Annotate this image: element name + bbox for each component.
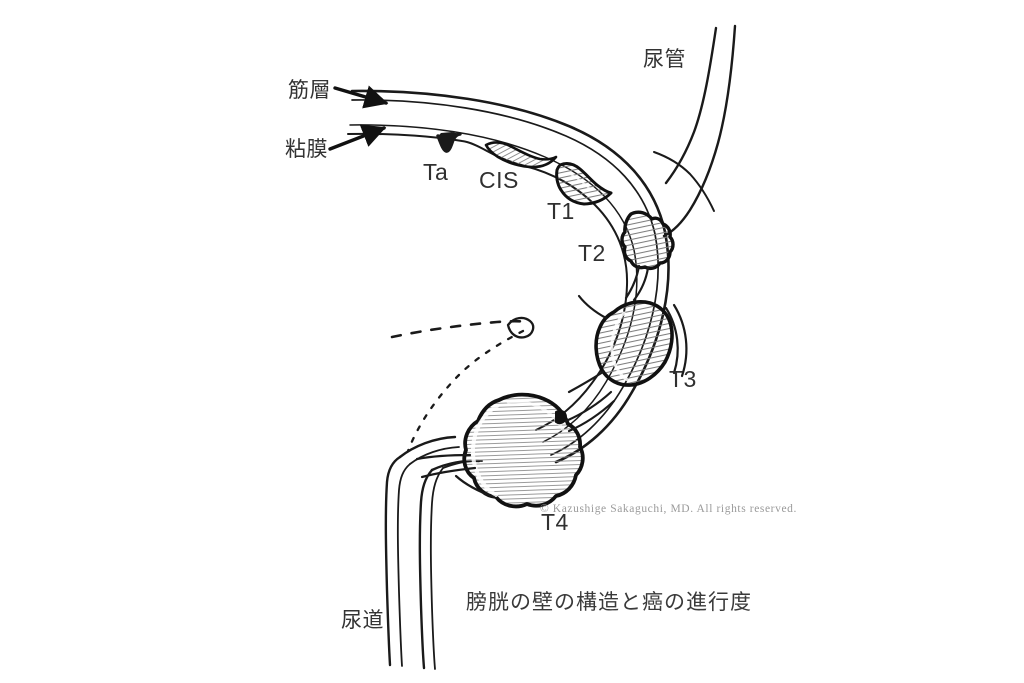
t3-stalk-lower [567,370,605,394]
ureter-outer-line [664,26,718,185]
lesion-t2 [620,210,675,271]
lesion-t2-stalk-a [624,264,641,300]
t4-connector-left-b [420,466,477,479]
urethra-left-inner [396,463,411,667]
lesion-cis [484,141,558,169]
lesion-t4-inner-shade-b [506,400,565,432]
t4-connector-upper [564,390,613,423]
label-stage-t1: T1 [547,198,575,224]
bladder-outline-group [328,24,737,670]
lumen-dashed-loop [506,316,535,339]
label-mucosa: 粘膜 [285,138,328,161]
t3-wall-cross-a [664,306,679,375]
lumen-dashed-upper [390,319,530,339]
label-stage-cis: CIS [479,167,519,193]
urethra-right-inner [429,467,444,670]
lesion-t2-stalk-b [632,266,650,302]
lesion-t4-inner-shade [470,404,499,497]
arrow-mucosa [328,124,387,151]
label-stage-t3: T3 [669,366,697,392]
figure-caption: 膀胱の壁の構造と癌の進行度 [466,591,752,614]
label-stage-t4: T4 [541,509,569,535]
lumen-dashed-lower [406,329,525,453]
t4-connector-upper-b [567,399,616,433]
copyright-notice: © Kazushige Sakaguchi, MD. All rights re… [540,503,797,515]
t4-base-left [454,474,496,499]
label-urethra: 尿道 [341,609,384,632]
arrow-muscle-layer [333,85,389,109]
urethra-left-outer [384,455,402,667]
ureter-inner-line [662,24,737,238]
lesion-t1-highlight [567,172,590,189]
label-ureter: 尿管 [643,48,686,71]
label-stage-t2: T2 [578,240,606,266]
lesion-t4-nub [555,409,567,425]
urethra-right-outer [418,468,434,670]
t3-wall-cross-b [672,303,688,378]
lesion-t3 [594,300,674,387]
ureter-junction-line [653,151,715,212]
label-stage-ta: Ta [423,159,449,185]
t4-connector-left [415,453,472,461]
label-muscle-layer: 筋層 [288,79,331,102]
lesion-t3-inner-shade [610,311,631,383]
t3-stalk-upper [577,294,608,320]
lesion-ta-fill [438,132,460,152]
bladder-neck-inner [409,446,460,465]
bladder-neck-left [398,435,457,459]
